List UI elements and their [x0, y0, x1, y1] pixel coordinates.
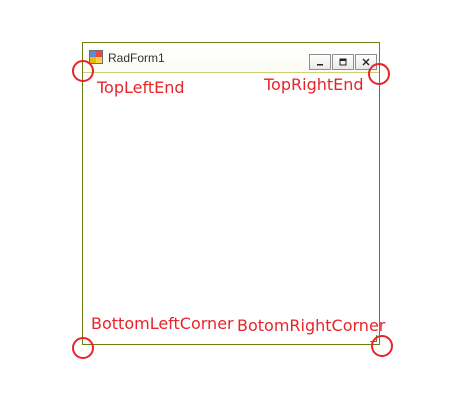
marker-top-right — [368, 63, 390, 85]
label-top-right-end: TopRightEnd — [264, 75, 364, 94]
maximize-icon — [339, 58, 347, 66]
window-controls — [308, 54, 377, 70]
close-icon — [362, 58, 370, 66]
minimize-button[interactable] — [309, 54, 331, 70]
label-bottom-left-corner: BottomLeftCorner — [91, 314, 234, 333]
label-top-left-end: TopLeftEnd — [97, 78, 185, 97]
minimize-icon — [317, 64, 323, 66]
window-title: RadForm1 — [108, 51, 165, 65]
marker-top-left — [72, 60, 94, 82]
maximize-button[interactable] — [332, 54, 354, 70]
radform-window[interactable]: RadForm1 — [82, 42, 380, 345]
marker-bottom-right — [371, 335, 393, 357]
label-bottom-right-corner: BotomRightCorner — [237, 316, 386, 335]
app-icon — [89, 50, 103, 64]
title-bar[interactable]: RadForm1 — [83, 43, 379, 73]
marker-bottom-left — [72, 337, 94, 359]
